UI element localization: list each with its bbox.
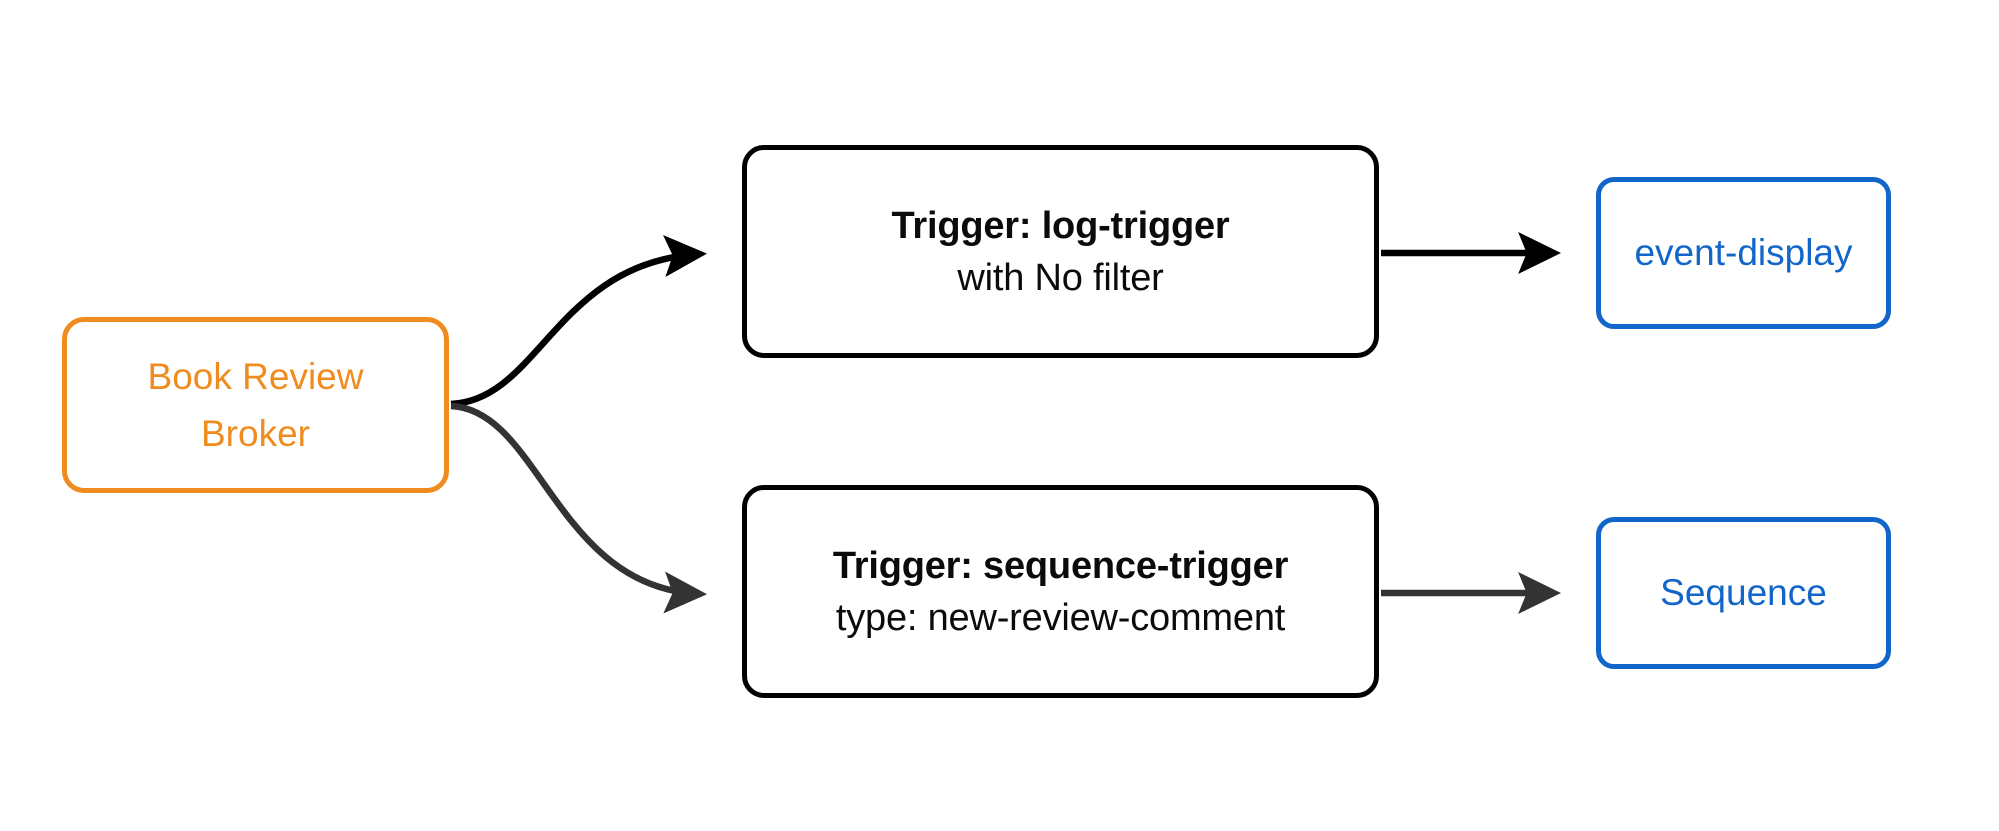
sequence-trigger-title: Trigger: sequence-trigger (832, 544, 1289, 587)
broker-label-line-2: Broker (201, 413, 310, 454)
node-sequence[interactable]: Sequence (1596, 517, 1891, 669)
log-trigger-title: Trigger: log-trigger (891, 204, 1230, 247)
node-sequence-trigger[interactable]: Trigger: sequence-trigger type: new-revi… (742, 485, 1379, 698)
node-book-review-broker[interactable]: Book Review Broker (62, 317, 449, 493)
log-trigger-subtitle: with No filter (957, 256, 1164, 299)
sequence-label: Sequence (1660, 572, 1827, 613)
sequence-trigger-subtitle: type: new-review-comment (835, 596, 1286, 639)
event-display-label: event-display (1634, 232, 1853, 273)
edge-broker-to-log-trigger (450, 234, 708, 408)
node-event-display[interactable]: event-display (1596, 177, 1891, 329)
edge-broker-to-sequence-trigger (450, 402, 708, 614)
node-log-trigger[interactable]: Trigger: log-trigger with No filter (742, 145, 1379, 358)
broker-label-line-1: Book Review (147, 356, 364, 397)
